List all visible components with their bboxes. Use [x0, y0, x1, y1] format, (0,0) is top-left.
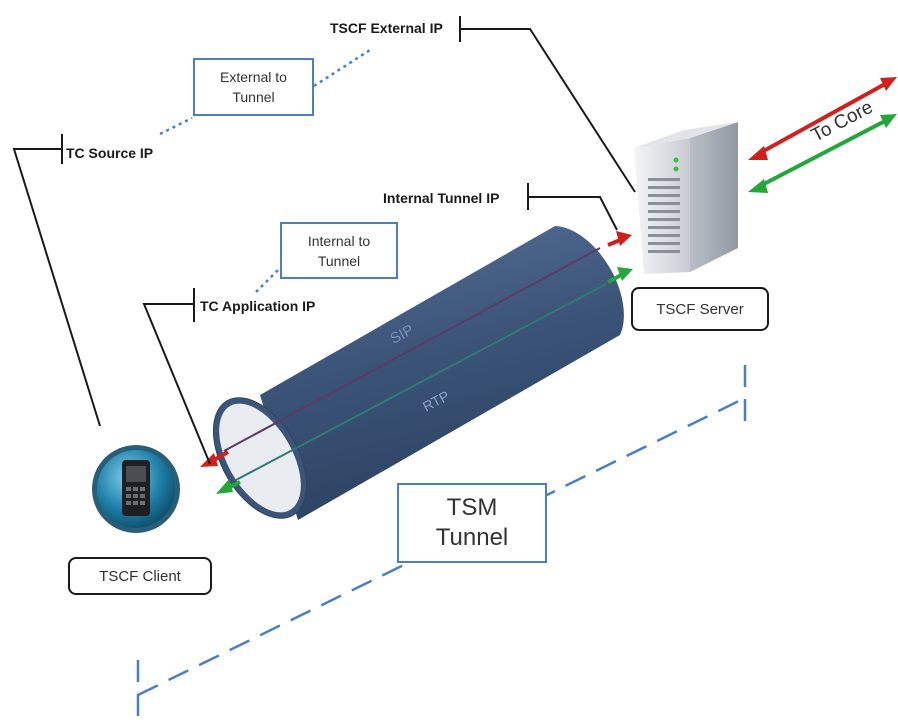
tsm-tunnel-line-1: TSM	[446, 494, 498, 521]
tunnel-arrows	[200, 231, 633, 494]
server-tower-icon	[634, 122, 738, 274]
internal-to-tunnel-line-1: Internal to	[307, 232, 371, 249]
connector-lines	[12, 16, 636, 465]
tc-source-ip-label: TC Source IP	[66, 145, 154, 161]
sip-line	[223, 247, 601, 452]
dotted-leaders	[159, 48, 371, 293]
external-to-tunnel-line-2: Tunnel	[232, 89, 275, 105]
tsm-region-dashes	[136, 365, 747, 723]
internal-to-tunnel-box: Internal to Tunnel	[280, 222, 398, 279]
tscf-client-label: TSCF Client	[68, 557, 212, 595]
internal-to-tunnel-line-2: Tunnel	[317, 252, 361, 269]
tsm-tunnel-cylinder	[212, 226, 624, 520]
tscf-server-label: TSCF Server	[631, 287, 769, 331]
tscf-external-ip-label: TSCF External IP	[330, 20, 443, 36]
tsm-tunnel-box: TSM Tunnel	[397, 483, 547, 563]
mobile-phone-icon	[92, 445, 180, 533]
internal-tunnel-ip-label: Internal Tunnel IP	[383, 190, 500, 206]
rtp-line	[235, 283, 607, 481]
to-core-arrows	[748, 77, 897, 193]
external-to-tunnel-box: External to Tunnel	[193, 58, 314, 116]
tc-application-ip-label: TC Application IP	[200, 298, 316, 314]
tsm-tunnel-line-2: Tunnel	[435, 524, 509, 551]
external-to-tunnel-line-1: External to	[220, 69, 287, 85]
